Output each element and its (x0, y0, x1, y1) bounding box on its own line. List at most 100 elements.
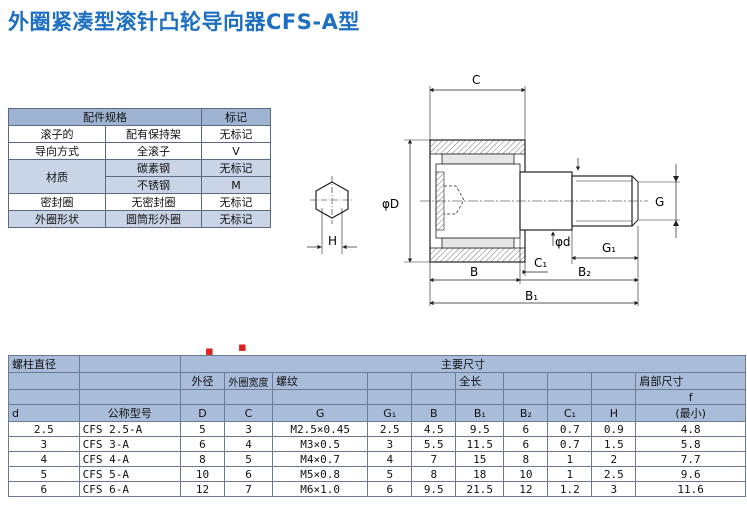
sym-C1: C₁ (547, 404, 593, 422)
table-cell: 5 (367, 466, 413, 482)
sym-H: H (591, 404, 637, 422)
red-stamp-mark: ▪ (238, 340, 247, 355)
header-thread: 螺纹 (272, 372, 369, 390)
table-cell: 12 (179, 481, 225, 497)
table-cell: 7.7 (635, 451, 746, 467)
table-cell: 4 (367, 451, 413, 467)
table-cell: 11.5 (455, 436, 505, 452)
table-cell: 6 (503, 436, 549, 452)
table-cell: 5 (179, 421, 225, 437)
table-cell: 6 (503, 421, 549, 437)
dim-b-label: B (470, 265, 478, 279)
page-title: 外圈紧凑型滚针凸轮导向器CFS-A型 (8, 10, 360, 34)
sym-f: f (635, 389, 746, 405)
table-cell: 5 (223, 451, 274, 467)
spec-cell: 外圈形状 (8, 210, 106, 228)
table-cell: 11.6 (635, 481, 746, 497)
spec-table: 配件规格 标记 滚子的 配有保持架 无标记 导向方式 全滚子 V 材质 碳素钢 … (8, 108, 271, 228)
header-bolt: 螺柱直径 (8, 355, 80, 373)
header-width: 外圈宽度 (223, 372, 274, 390)
header-total: 全长 (455, 372, 505, 390)
table-cell: M6×1.0 (272, 481, 369, 497)
table-cell: CFS 2.5-A (78, 421, 181, 437)
sym-G1: G₁ (367, 404, 413, 422)
table-cell: 2.5 (591, 466, 637, 482)
table-cell: 4.5 (411, 421, 457, 437)
table-cell: 8 (503, 451, 549, 467)
table-cell: 6 (179, 436, 225, 452)
table-cell: M4×0.7 (272, 451, 369, 467)
table-cell: CFS 5-A (78, 466, 181, 482)
table-cell: 9.5 (411, 481, 457, 497)
table-cell: M5×0.8 (272, 466, 369, 482)
hex-label: H (328, 234, 337, 248)
header-head: 肩部尺寸 (635, 372, 746, 390)
table-cell: 18 (455, 466, 505, 482)
dim-g-label: G (655, 195, 664, 209)
table-cell: 8 (411, 466, 457, 482)
table-cell: 0.7 (547, 421, 593, 437)
table-cell: 3 (223, 421, 274, 437)
header-main: 主要尺寸 (179, 355, 747, 373)
table-cell: 15 (455, 451, 505, 467)
dim-g1-label: G₁ (602, 241, 616, 255)
dim-small-d-label: φd (555, 235, 571, 249)
header-min: (最小) (635, 404, 746, 422)
spec-cell: 无标记 (201, 125, 271, 143)
table-cell: 6 (367, 481, 413, 497)
spec-cell: 密封圈 (8, 193, 106, 211)
table-cell: M2.5×0.45 (272, 421, 369, 437)
table-cell: 2.5 (367, 421, 413, 437)
table-cell: 5 (8, 466, 80, 482)
table-cell: 1.2 (547, 481, 593, 497)
table-cell: CFS 6-A (78, 481, 181, 497)
table-cell: 7 (223, 481, 274, 497)
table-cell: 9.5 (455, 421, 505, 437)
red-stamp-mark: ▪ (205, 344, 214, 359)
table-cell: 0.9 (591, 421, 637, 437)
table-cell: 4 (8, 451, 80, 467)
dim-c-label: C (472, 73, 480, 87)
table-cell: 10 (179, 466, 225, 482)
table-cell: 21.5 (455, 481, 505, 497)
spec-header-mark: 标记 (201, 108, 271, 126)
table-cell: 8 (179, 451, 225, 467)
table-cell: 0.7 (547, 436, 593, 452)
dim-b2-label: B₂ (578, 265, 591, 279)
table-cell: 3 (591, 481, 637, 497)
dim-c1-label: C₁ (534, 256, 547, 270)
spec-cell: 全滚子 (105, 142, 202, 160)
sym-B: B (411, 404, 457, 422)
table-cell: 4 (223, 436, 274, 452)
table-cell: 9.6 (635, 466, 746, 482)
table-cell: 6 (223, 466, 274, 482)
sym-d: d (8, 404, 80, 422)
dim-b1-label: B₁ (525, 289, 538, 303)
table-cell: 3 (8, 436, 80, 452)
table-cell: 5.8 (635, 436, 746, 452)
table-cell: CFS 4-A (78, 451, 181, 467)
table-cell: 2.5 (8, 421, 80, 437)
dim-d-label: φD (382, 197, 399, 211)
cam-follower-view (404, 86, 680, 306)
table-cell: 5.5 (411, 436, 457, 452)
spec-cell: 无标记 (201, 210, 271, 228)
header-model: 公称型号 (78, 404, 181, 422)
header-outer: 外径 (179, 372, 225, 390)
sym-C: C (223, 404, 274, 422)
sym-B2: B₂ (503, 404, 549, 422)
table-cell: CFS 3-A (78, 436, 181, 452)
table-cell: 1 (547, 466, 593, 482)
table-cell: 10 (503, 466, 549, 482)
sym-G: G (272, 404, 369, 422)
spec-cell: 圆筒形外圈 (105, 210, 202, 228)
table-cell: 4.8 (635, 421, 746, 437)
dimension-table: 螺柱直径 主要尺寸 外径 外圈宽度 螺纹 全长 肩部尺寸 f d 公称型号 D … (8, 355, 747, 497)
table-cell: 2 (591, 451, 637, 467)
sym-D: D (179, 404, 225, 422)
